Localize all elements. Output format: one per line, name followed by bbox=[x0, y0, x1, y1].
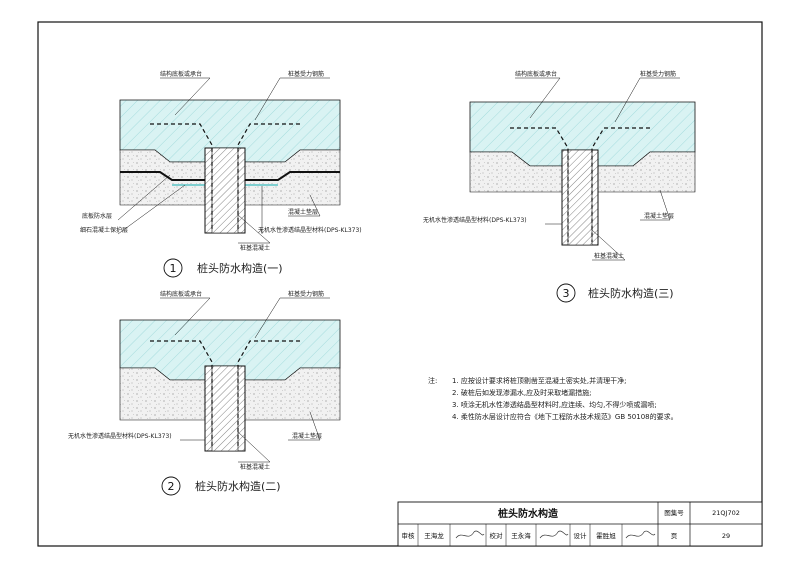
svg-text:3: 3 bbox=[563, 287, 570, 300]
detail-2: 结构底板或承台 桩基受力钢筋 无机水性渗透结晶型材料(DPS-KL373) 混凝… bbox=[68, 290, 341, 496]
svg-text:混凝土垫层: 混凝土垫层 bbox=[644, 212, 674, 220]
label-material: 无机水性渗透结晶型材料(DPS-KL373) bbox=[258, 226, 362, 234]
design-label: 设计 bbox=[574, 531, 588, 540]
note-item: 1. 应按设计要求将桩顶剔凿至混凝土密实处,并清理干净; bbox=[452, 376, 627, 385]
check-name: 王永海 bbox=[511, 531, 531, 540]
note-item: 4. 柔性防水层设计应符合《地下工程防水技术规范》GB 50108的要求。 bbox=[452, 412, 678, 421]
note-item: 3. 喷涂无机水性渗透结晶型材料时,应连续、均匀,不得少喷或漏喷; bbox=[452, 400, 657, 409]
notes: 注: 1. 应按设计要求将桩顶剔凿至混凝土密实处,并清理干净; 2. 破桩后如发… bbox=[428, 376, 678, 421]
page-label: 页 bbox=[671, 532, 678, 540]
svg-text:桩基混凝土: 桩基混凝土 bbox=[594, 252, 624, 260]
check-signature bbox=[539, 530, 569, 539]
label-waterproof-layer: 底板防水层 bbox=[82, 212, 112, 220]
svg-text:结构底板或承台: 结构底板或承台 bbox=[515, 70, 557, 78]
svg-text:桩基受力钢筋: 桩基受力钢筋 bbox=[288, 290, 324, 298]
design-name: 霍胜旭 bbox=[596, 531, 616, 540]
svg-text:桩头防水构造(二): 桩头防水构造(二) bbox=[195, 479, 281, 493]
detail-1: 结构底板或承台 桩基受力钢筋 底板防水层 细石混凝土保护层 无机水性渗透结晶型材… bbox=[80, 70, 362, 278]
svg-text:无机水性渗透结晶型材料(DPS-KL373): 无机水性渗透结晶型材料(DPS-KL373) bbox=[68, 432, 172, 440]
membrane-left bbox=[120, 171, 205, 181]
label-rebar: 桩基受力钢筋 bbox=[288, 70, 324, 78]
note-item: 2. 破桩后如发现渗漏水,应及时采取堵漏措施; bbox=[452, 388, 592, 397]
detail-3: 结构底板或承台 桩基受力钢筋 无机水性渗透结晶型材料(DPS-KL373) 混凝… bbox=[423, 70, 696, 303]
svg-text:混凝土垫层: 混凝土垫层 bbox=[292, 432, 322, 440]
design-signature bbox=[625, 530, 656, 539]
svg-text:桩头防水构造(三): 桩头防水构造(三) bbox=[588, 286, 674, 300]
membrane-right bbox=[245, 171, 340, 181]
review-name: 王海龙 bbox=[424, 531, 444, 540]
svg-text:2: 2 bbox=[168, 480, 175, 493]
check-label: 校对 bbox=[490, 531, 504, 540]
label-pile: 桩基混凝土 bbox=[240, 244, 270, 252]
notes-label: 注: bbox=[428, 376, 437, 385]
atlas-number: 21QJ702 bbox=[712, 509, 740, 517]
detail-number: 1 bbox=[170, 262, 177, 275]
detail-title: 桩头防水构造(一) bbox=[197, 261, 283, 275]
drawing-title: 桩头防水构造 bbox=[498, 507, 559, 520]
svg-text:桩基混凝土: 桩基混凝土 bbox=[240, 463, 270, 471]
atlas-label: 图集号 bbox=[664, 508, 684, 517]
label-slab: 结构底板或承台 bbox=[160, 70, 202, 78]
svg-text:结构底板或承台: 结构底板或承台 bbox=[160, 290, 202, 298]
svg-text:桩基受力钢筋: 桩基受力钢筋 bbox=[640, 70, 676, 78]
title-block: 桩头防水构造 图集号 21QJ702 审核 王海龙 校对 王永海 设计 霍胜旭 … bbox=[397, 501, 763, 547]
label-cushion: 混凝土垫层 bbox=[288, 208, 318, 216]
rebar-left bbox=[150, 123, 213, 230]
review-signature bbox=[455, 530, 485, 539]
svg-text:无机水性渗透结晶型材料(DPS-KL373): 无机水性渗透结晶型材料(DPS-KL373) bbox=[423, 216, 527, 224]
review-label: 审核 bbox=[402, 531, 416, 540]
label-protection-layer: 细石混凝土保护层 bbox=[80, 226, 128, 234]
page-number: 29 bbox=[722, 532, 730, 540]
rebar-right bbox=[237, 123, 300, 230]
